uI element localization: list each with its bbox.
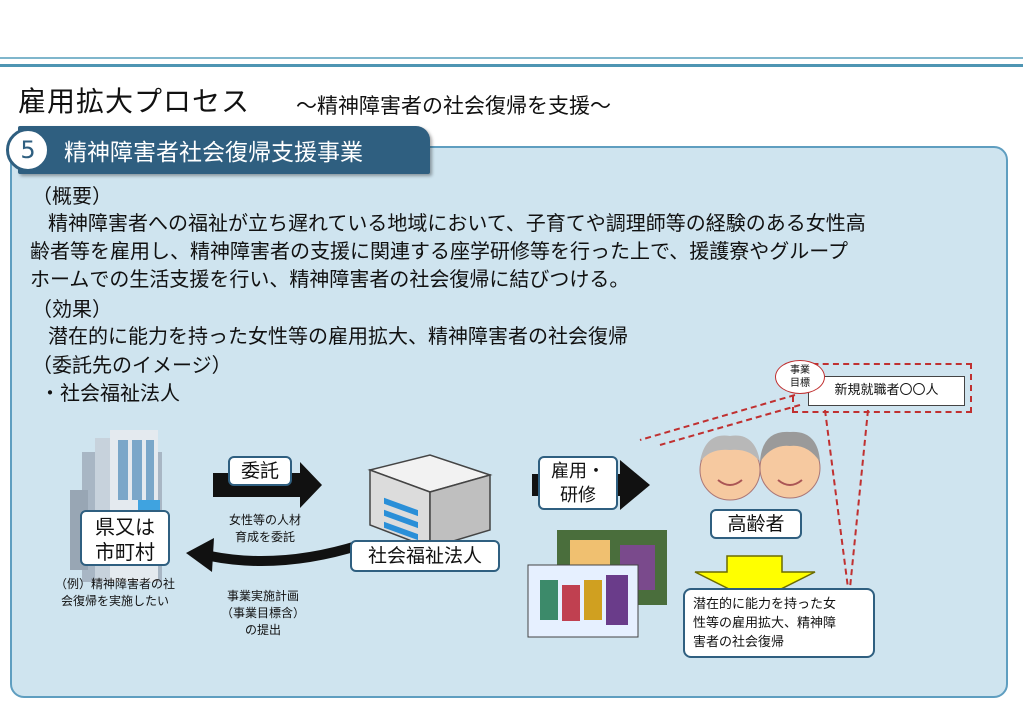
goal-box: 新規就職者〇〇人 [808, 376, 965, 406]
section-title: 精神障害者社会復帰支援事業 [64, 140, 363, 166]
summary-line-2: 齢者等を雇用し、精神障害者の支援に関連する座学研修等を行った上で、援護寮やグルー… [30, 239, 848, 263]
goal-connector-line-4 [849, 409, 869, 589]
return-arrow [209, 540, 362, 566]
goal-connector-line-1 [639, 394, 796, 441]
effect-text: 潜在的に能力を持った女性等の雇用拡大、精神障害者の社会復帰 [48, 324, 628, 348]
prefecture-note: （例）精神障害者の社 会復帰を実施したい [54, 577, 175, 608]
goal-connector-line-3 [824, 409, 849, 589]
header-rule-thick [0, 64, 1023, 67]
elderly-couple-icon [699, 431, 821, 501]
training-seminar-picture [527, 530, 667, 638]
section-tab [18, 126, 430, 174]
effect-heading: （効果） [32, 297, 112, 321]
goal-badge: 事業 目標 [775, 360, 825, 394]
summary-heading: （概要） [32, 184, 112, 208]
summary-line-3: ホームでの生活支援を行い、精神障害者の社会復帰に結びつける。 [30, 267, 630, 291]
return-arrow-head [186, 538, 214, 572]
goal-connector-line-2 [659, 404, 801, 446]
header-rule-thin [0, 57, 1023, 59]
plan-submission-note: 事業実施計画 （事業目標含） の提出 [220, 589, 305, 637]
summary-line-1: 精神障害者への福祉が立ち遅れている地域において、子育てや調理師等の経験のある女性… [48, 211, 866, 235]
contractor-item: ・社会福祉法人 [40, 381, 180, 405]
page-subtitle: ～精神障害者の社会復帰を支援～ [296, 94, 611, 118]
corporation-box: 社会福祉法人 [350, 540, 500, 572]
contractor-heading: （委託先のイメージ） [32, 353, 232, 377]
section-number-badge: 5 [6, 128, 50, 172]
entrust-label: 委託 [228, 456, 292, 486]
prefecture-box: 県又は 市町村 [80, 510, 170, 566]
entrust-note: 女性等の人材 育成を委託 [228, 513, 301, 544]
result-down-arrow [694, 555, 816, 603]
result-box: 潜在的に能力を持った女 性等の雇用拡大、精神障 害者の社会復帰 [683, 588, 875, 658]
corporation-building-icon [367, 454, 493, 550]
page-title: 雇用拡大プロセス [18, 85, 251, 118]
elderly-box: 高齢者 [710, 509, 802, 539]
employ-training-box: 雇用・ 研修 [538, 456, 618, 510]
